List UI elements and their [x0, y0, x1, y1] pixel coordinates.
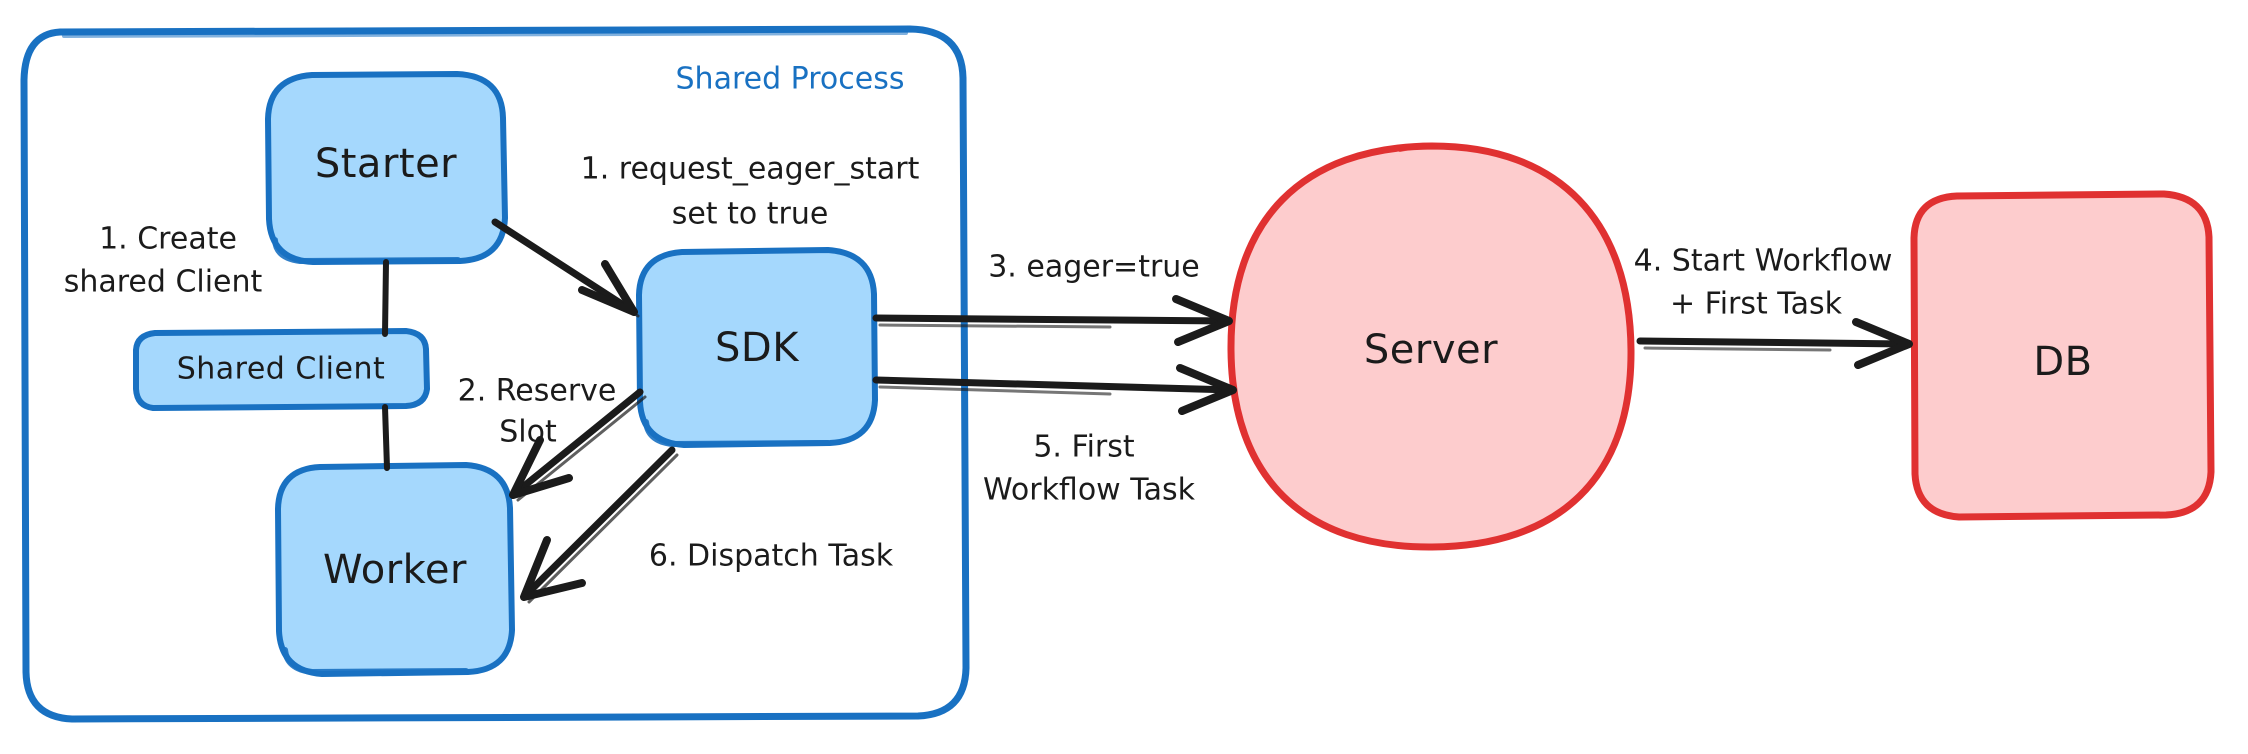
svg-text:4. Start Workflow: 4. Start Workflow	[1634, 244, 1893, 279]
node-worker-label: Worker	[323, 547, 467, 593]
svg-text:Slot: Slot	[499, 415, 557, 450]
node-starter[interactable]: Starter	[265, 71, 508, 265]
node-worker[interactable]: Worker	[275, 462, 515, 677]
svg-text:1. Create: 1. Create	[99, 222, 237, 257]
edge-label-first-workflow-task: 5. First Workflow Task	[983, 430, 1196, 508]
edge-sdk-worker-reserve	[509, 388, 647, 502]
edge-label-eager-true: 3. eager=true	[988, 250, 1200, 285]
node-db[interactable]: DB	[1910, 190, 2215, 521]
edge-shared-client-worker	[382, 404, 390, 471]
svg-text:Workflow Task: Workflow Task	[983, 473, 1196, 508]
shared-process-title: Shared Process	[676, 62, 905, 97]
edge-label-dispatch-task: 6. Dispatch Task	[649, 539, 894, 574]
node-sdk-label: SDK	[715, 325, 800, 371]
edge-starter-sdk	[491, 218, 640, 318]
edge-sdk-server-eager	[872, 295, 1233, 346]
node-sdk[interactable]: SDK	[636, 247, 878, 448]
svg-text:5. First: 5. First	[1033, 430, 1135, 465]
svg-text:6. Dispatch Task: 6. Dispatch Task	[649, 539, 894, 574]
edge-label-start-workflow: 4. Start Workflow + First Task	[1634, 244, 1893, 322]
svg-text:3. eager=true: 3. eager=true	[988, 250, 1200, 285]
edge-label-reserve-slot: 2. Reserve Slot	[458, 374, 617, 450]
node-shared-client-label: Shared Client	[177, 352, 386, 387]
svg-text:1. request_eager_start: 1. request_eager_start	[581, 152, 920, 187]
edge-sdk-worker-dispatch	[520, 446, 679, 604]
node-server[interactable]: Server	[1227, 142, 1635, 551]
svg-text:shared Client: shared Client	[64, 265, 263, 300]
edge-label-request-eager-start: 1. request_eager_start set to true	[581, 152, 920, 232]
edge-server-db	[1636, 318, 1913, 369]
node-server-label: Server	[1364, 327, 1498, 373]
shared-process-group[interactable]: Shared Process	[20, 25, 970, 723]
svg-text:+ First Task: + First Task	[1670, 287, 1843, 322]
svg-text:2. Reserve: 2. Reserve	[458, 374, 617, 409]
node-shared-client[interactable]: Shared Client	[133, 328, 430, 411]
edge-sdk-server-first-task	[872, 364, 1237, 415]
node-starter-label: Starter	[315, 141, 457, 187]
svg-text:set to true: set to true	[672, 197, 829, 232]
edge-starter-shared-client	[382, 259, 389, 337]
edge-label-create-shared-client: 1. Create shared Client	[64, 222, 263, 300]
node-db-label: DB	[2033, 339, 2092, 385]
